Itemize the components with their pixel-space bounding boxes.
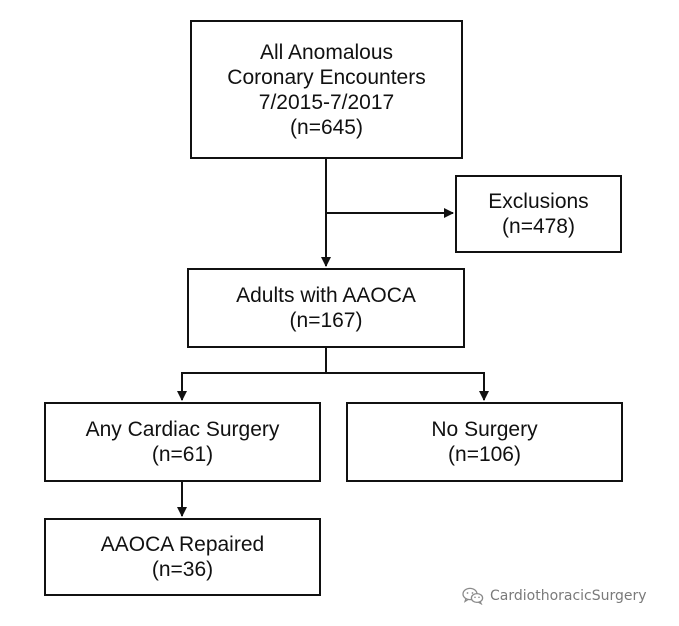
box-no-surgery-label: No Surgery: [431, 418, 538, 441]
box-exclusions: Exclusions (n=478): [455, 175, 622, 253]
box-all-encounters-count: (n=645): [290, 115, 363, 139]
box-all-encounters: All Anomalous Coronary Encounters 7/2015…: [190, 20, 463, 159]
box-exclusions-label: Exclusions: [488, 190, 589, 213]
box-no-surgery-count: (n=106): [448, 443, 521, 466]
box-all-encounters-line-2: Coronary Encounters: [227, 65, 426, 89]
box-no-surgery: No Surgery (n=106): [346, 402, 623, 482]
box-aaoca-repaired: AAOCA Repaired (n=36): [44, 518, 321, 596]
box-any-cardiac-surgery-label: Any Cardiac Surgery: [85, 418, 280, 441]
box-all-encounters-line-1: All Anomalous: [259, 40, 394, 64]
box-adults-aaoca-count: (n=167): [289, 309, 363, 332]
watermark-text: CardiothoracicSurgery: [490, 588, 647, 604]
wechat-icon: [462, 587, 484, 605]
box-aaoca-repaired-count: (n=36): [151, 558, 214, 581]
box-any-cardiac-surgery-count: (n=61): [151, 443, 214, 466]
box-aaoca-repaired-label: AAOCA Repaired: [100, 533, 265, 556]
watermark: CardiothoracicSurgery: [462, 585, 647, 607]
box-all-encounters-line-3: 7/2015-7/2017: [258, 90, 395, 114]
box-adults-aaoca: Adults with AAOCA (n=167): [187, 268, 465, 348]
box-adults-aaoca-label: Adults with AAOCA: [236, 284, 416, 307]
box-exclusions-count: (n=478): [502, 215, 575, 238]
box-any-cardiac-surgery: Any Cardiac Surgery (n=61): [44, 402, 321, 482]
